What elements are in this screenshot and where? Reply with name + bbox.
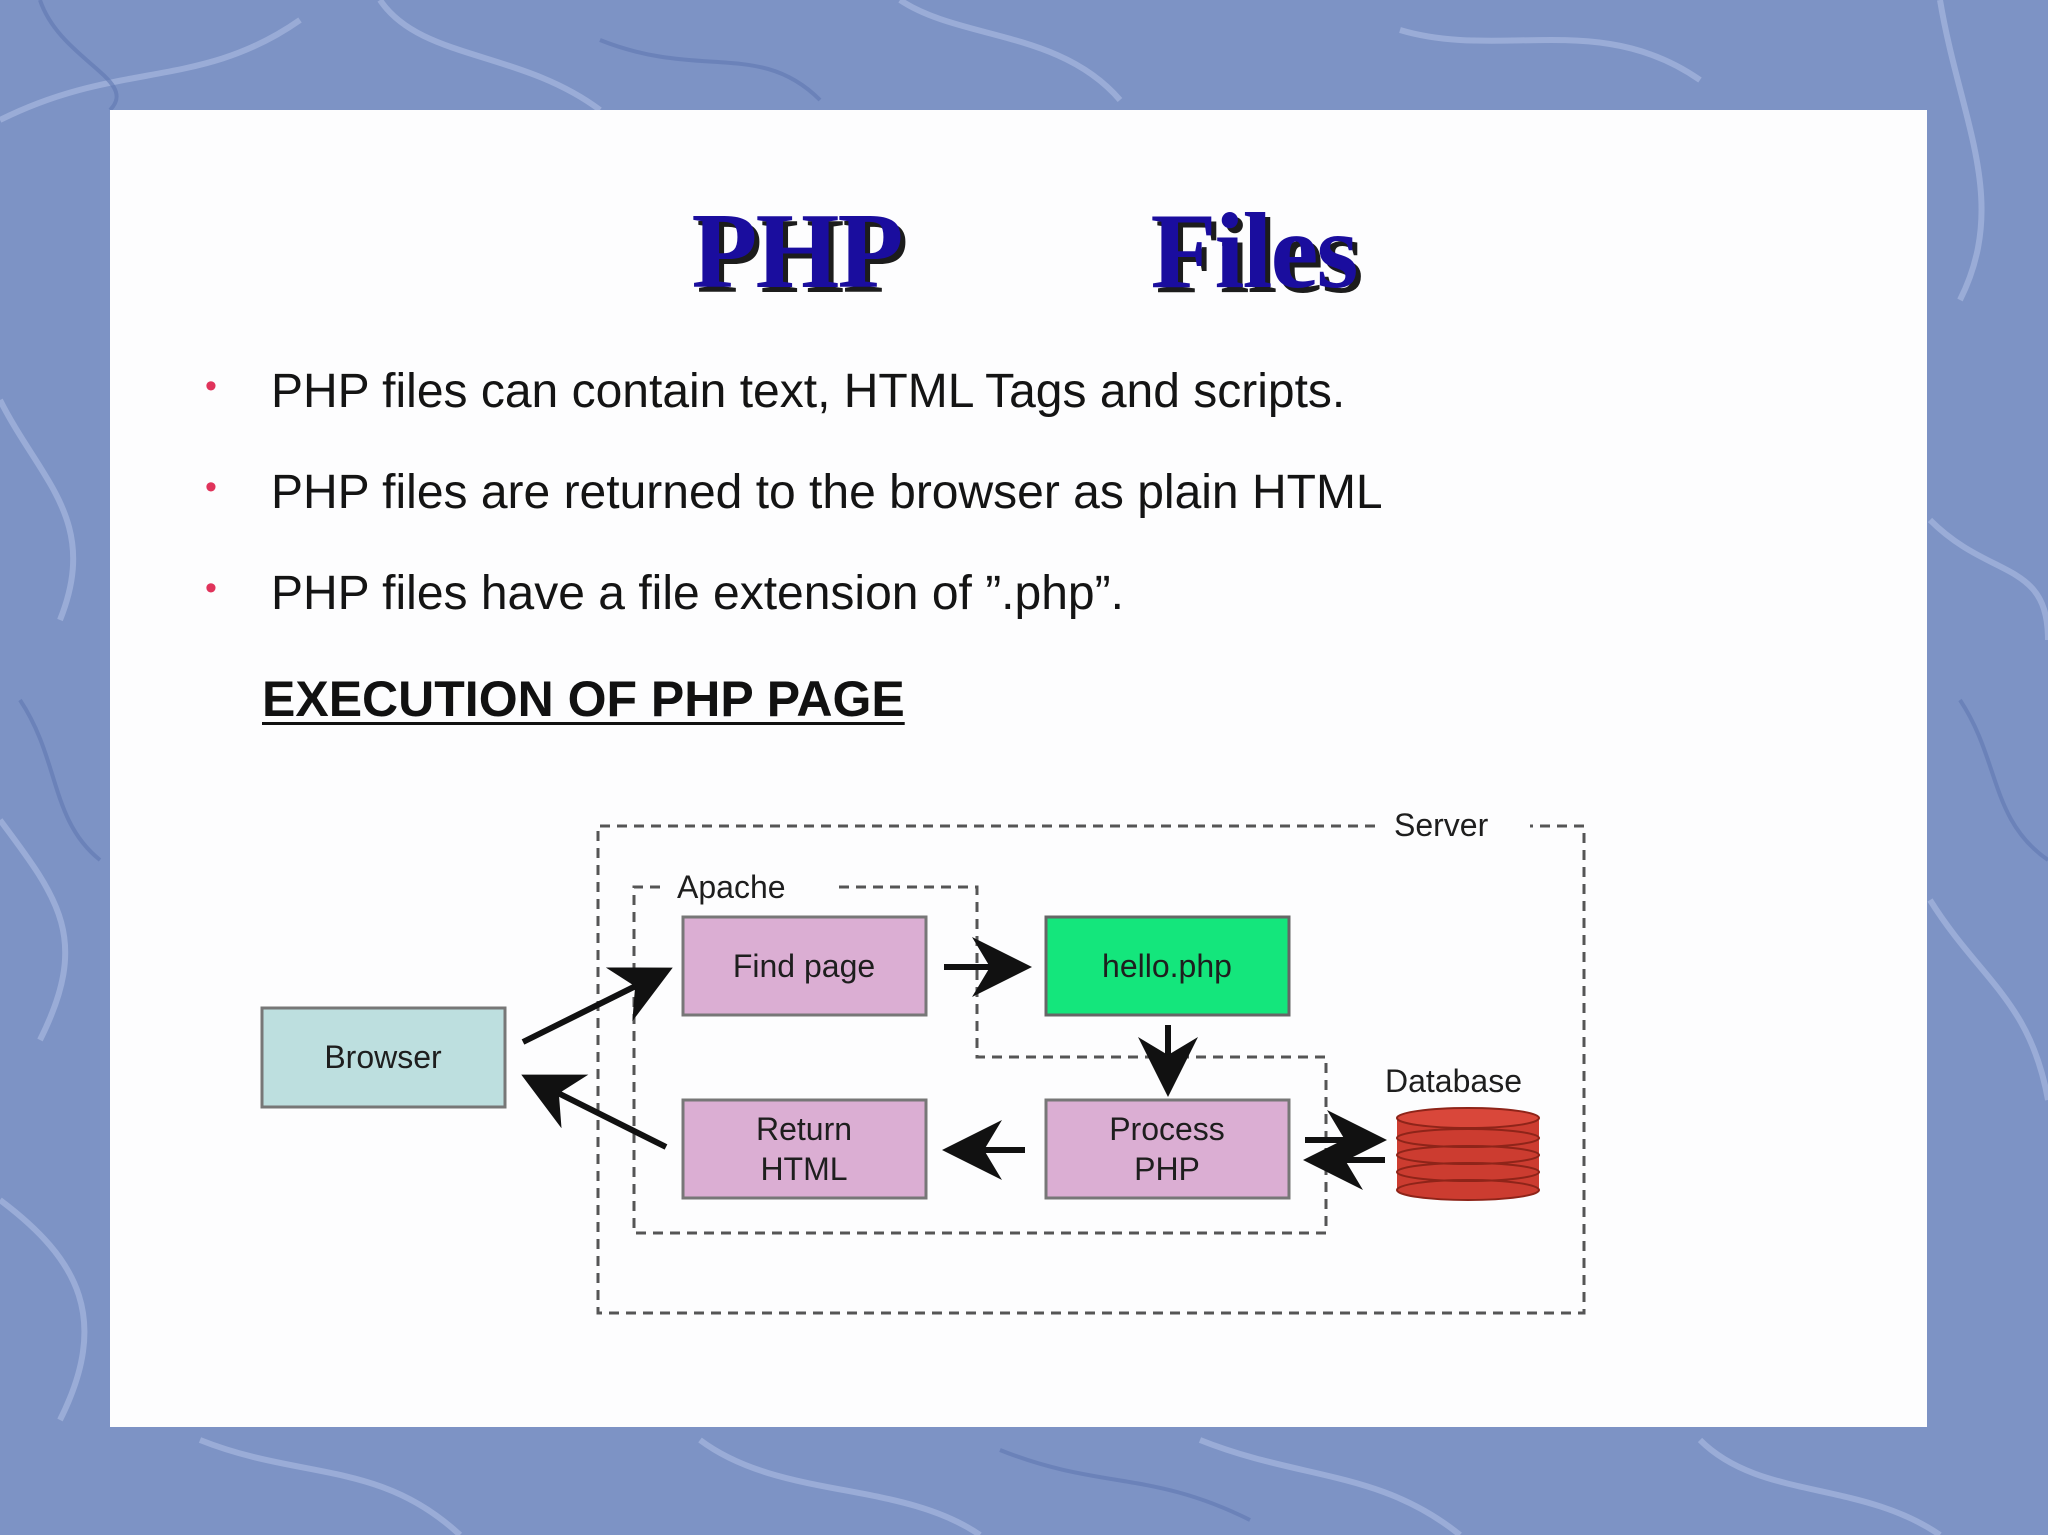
apache-label: Apache bbox=[677, 869, 786, 905]
bullet-text: PHP files are returned to the browser as… bbox=[271, 466, 1383, 519]
find-page-box: Find page bbox=[681, 915, 928, 1017]
slide-panel bbox=[110, 110, 1927, 1427]
return-html-label-line1: Return bbox=[756, 1111, 852, 1147]
bullet-dot-icon: • bbox=[205, 569, 217, 607]
database-label: Database bbox=[1385, 1063, 1522, 1099]
bullet-item: • PHP files are returned to the browser a… bbox=[205, 465, 1383, 520]
slide-title: PHP Files bbox=[691, 192, 1359, 311]
browser-box: Browser bbox=[260, 1006, 507, 1109]
hello-php-label: hello.php bbox=[1102, 948, 1232, 984]
database-icon bbox=[1396, 1107, 1540, 1201]
server-boundary bbox=[596, 824, 1586, 1315]
hello-php-box: hello.php bbox=[1044, 915, 1291, 1017]
section-heading: EXECUTION OF PHP PAGE bbox=[262, 671, 905, 727]
return-html-box: Return HTML bbox=[681, 1098, 928, 1200]
browser-to-find-page-arrow bbox=[521, 967, 673, 1045]
bullet-dot-icon: • bbox=[205, 367, 217, 405]
process-php-label-line2: PHP bbox=[1134, 1151, 1200, 1187]
bullet-item: • PHP files have a file extension of ”.ph… bbox=[205, 566, 1124, 621]
browser-label: Browser bbox=[324, 1039, 442, 1075]
return-html-label-line2: HTML bbox=[760, 1151, 847, 1187]
process-php-box: Process PHP bbox=[1044, 1098, 1291, 1200]
bullet-item: • PHP files can contain text, HTML Tags a… bbox=[205, 364, 1345, 419]
process-php-label-line1: Process bbox=[1109, 1111, 1225, 1147]
bullet-dot-icon: • bbox=[205, 468, 217, 506]
find-page-label: Find page bbox=[733, 948, 875, 984]
return-html-to-browser-arrow bbox=[521, 1074, 668, 1150]
bullet-text: PHP files can contain text, HTML Tags an… bbox=[271, 365, 1346, 418]
server-label: Server bbox=[1394, 807, 1489, 843]
bullet-text: PHP files have a file extension of ”.php… bbox=[271, 567, 1124, 620]
